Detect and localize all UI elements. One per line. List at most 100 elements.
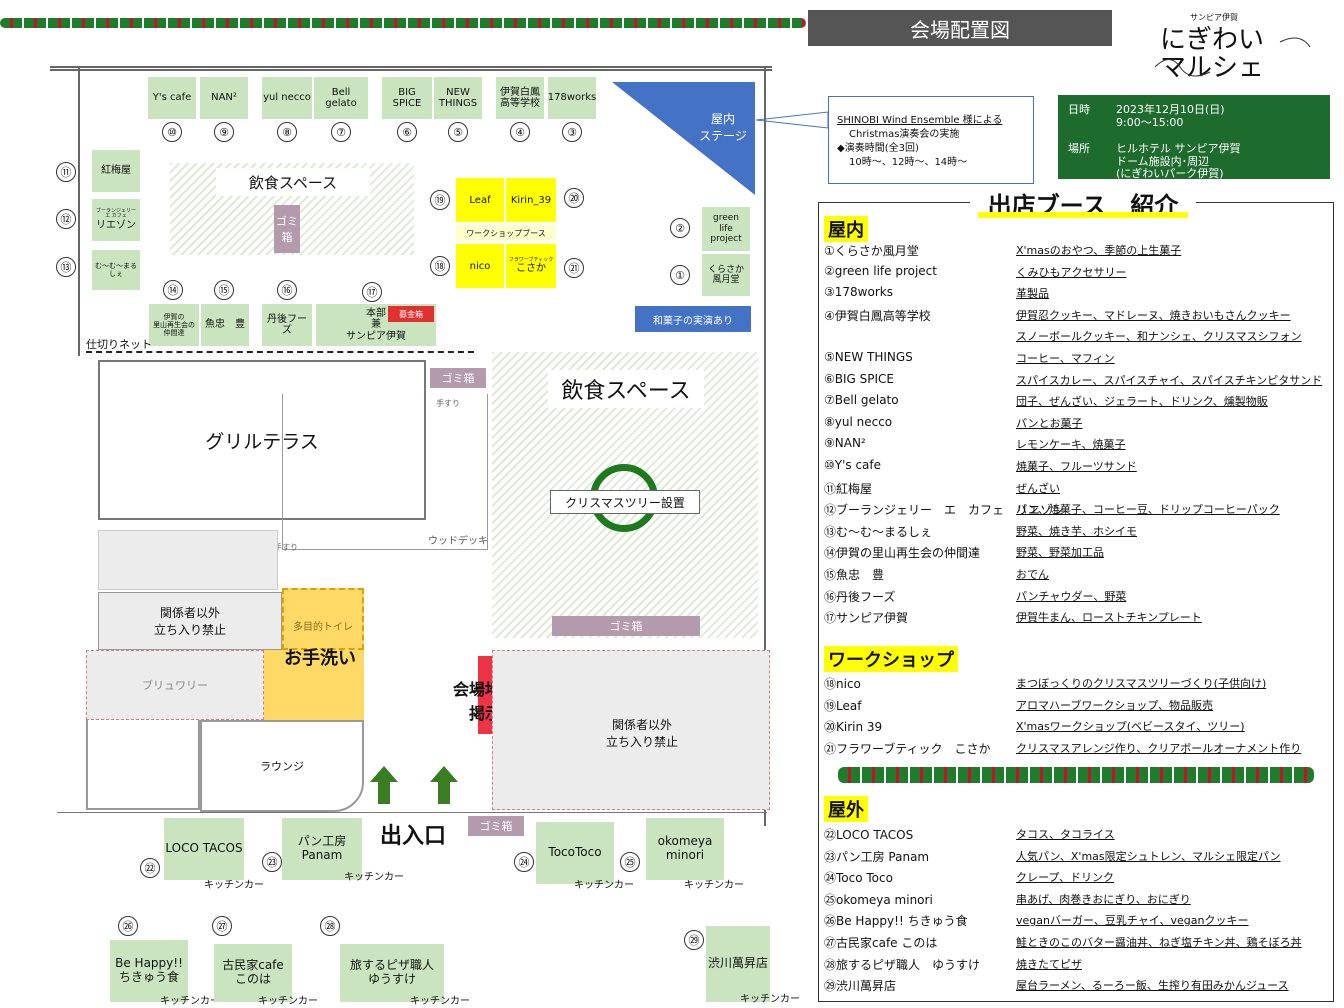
intro-title-highlight	[978, 212, 1188, 218]
restroom-label: お手洗い	[284, 648, 356, 669]
booth-number-25: ㉕	[620, 852, 640, 872]
indoor-stage-shape	[612, 82, 755, 195]
booth-uochu[interactable]: 魚忠 豊	[201, 304, 249, 346]
booth-number-12: ⑫	[56, 209, 76, 229]
outdoor-booth-25[interactable]: okomeya minori	[646, 818, 724, 880]
map-board-marker	[478, 656, 492, 734]
brewery: ブリュワリー	[86, 650, 264, 720]
booth-green-life[interactable]: green life project	[702, 207, 750, 251]
booth-number-14: ⑭	[163, 280, 183, 300]
logo-main-text: にぎわいマルシェ	[1160, 25, 1265, 83]
place-line3: (にぎわいパーク伊賀)	[1116, 167, 1224, 180]
lounge: ラウンジ	[200, 720, 364, 812]
outdoor-booth-22[interactable]: LOCO TACOS	[164, 818, 244, 880]
intro-row-name: ⑰サンピア伊賀	[824, 611, 909, 626]
outdoor-booth-26[interactable]: Be Happy!! ちきゅう食	[110, 940, 188, 1002]
kitchen-car-label-26: キッチンカー	[160, 996, 220, 1007]
intro-row-name: ㉙渋川萬昇店	[824, 979, 897, 994]
intro-row-name: ⑩Y's cafe	[824, 458, 882, 472]
concert-line4: 10時～、12時～、14時～	[849, 157, 968, 168]
restricted-right-label: 関係者以外 立ち入り禁止	[606, 718, 679, 749]
logo: サンピア伊賀 にぎわいマルシェ	[1150, 12, 1320, 92]
concert-line3: ◆演奏時間(全3回)	[837, 143, 919, 154]
kitchen-car-label-23: キッチンカー	[344, 872, 404, 883]
kitchen-car-label-28: キッチンカー	[410, 996, 470, 1007]
intro-row-desc: 伊賀牛まん、ローストチキンプレート	[1016, 611, 1202, 625]
partition-net-line	[86, 351, 474, 353]
dome-right-rail	[764, 66, 769, 826]
intro-row-name: ①くらさか風月堂	[824, 244, 919, 258]
outdoor-booth-24[interactable]: TocoToco	[536, 822, 614, 884]
booth-top-7[interactable]: 178works	[548, 77, 596, 119]
booth-tango[interactable]: 丹後フーズ	[262, 304, 312, 346]
booth-nico[interactable]: nico	[456, 244, 504, 288]
booth-top-3[interactable]: Bell gelato	[314, 77, 368, 119]
intro-row-desc: レモンケーキ、焼菓子	[1016, 438, 1126, 452]
intro-row-name: ㉘旅するピザ職人 ゆうすけ	[824, 957, 981, 972]
intro-row-name: ⑲Leaf	[824, 698, 862, 713]
booth-top-6[interactable]: 伊賀白鳳 高等学校	[496, 77, 544, 119]
outdoor-booth-23[interactable]: パン工房 Panam	[282, 818, 362, 880]
workshop-booth-label: ワークショップブース	[456, 225, 556, 241]
indoor-stage-label: 屋内 ステージ	[699, 112, 747, 143]
booth-honbu[interactable]: 本部 兼 サンピア伊賀	[316, 304, 436, 346]
booth-number-top-0: ⑩	[162, 122, 182, 142]
intro-row-desc: X'masのおやつ、季節の上生菓子	[1016, 244, 1182, 257]
intro-row-name: ⑧yul necco	[824, 414, 893, 429]
booth-number-1: ①	[670, 265, 690, 285]
booth-kirin39[interactable]: Kirin_39	[506, 178, 556, 222]
restricted-area-right	[492, 650, 770, 810]
dome-left-rail	[78, 66, 82, 356]
booth-kosaka[interactable]: フラワーブティック こさか	[506, 244, 556, 288]
logo-small-text: サンピア伊賀	[1190, 13, 1238, 22]
grill-terrace: グリルテラス	[98, 360, 426, 520]
intro-row-desc: スパイスカレー、スパイスチャイ、スパイスチキンピタサンド	[1016, 373, 1323, 387]
booth-top-4[interactable]: BIG SPICE	[382, 77, 432, 119]
booth-koubaiya[interactable]: 紅梅屋	[92, 150, 140, 192]
booth-liaison[interactable]: ブーランジェリー エ カフェ リエゾン	[92, 199, 140, 241]
section-outdoor: 屋外	[824, 796, 868, 822]
booth-number-top-7: ③	[562, 122, 582, 142]
page-title: 会場配置図	[808, 10, 1112, 46]
wagashi-demo-label: 和菓子の実演あり	[635, 306, 751, 332]
booth-number-top-6: ④	[510, 122, 530, 142]
booth-top-2[interactable]: yul necco	[262, 77, 312, 119]
bottom-line	[57, 812, 767, 813]
intro-row-name: ⑤NEW THINGS	[824, 350, 913, 364]
intro-row-name: ⑨NAN²	[824, 436, 866, 451]
outdoor-booth-29[interactable]: 渋川萬昇店	[706, 926, 770, 1002]
intro-row-desc: 鮭ときのこのバター醤油丼、ねぎ塩チキン丼、鶏そぼろ丼	[1016, 936, 1302, 949]
place-line1: ヒルホテル サンピア伊賀	[1116, 142, 1241, 155]
intro-row-name: ㉗古民家cafe このは	[824, 936, 938, 950]
booth-kurasaka[interactable]: くらさか 風月堂	[702, 254, 750, 296]
booth-satoyama[interactable]: 伊賀の 里山再生会の 仲間達	[149, 304, 199, 346]
intro-row-desc: 焼きたてピザ	[1016, 957, 1082, 971]
kitchen-car-label-22: キッチンカー	[204, 880, 264, 891]
booth-mumu[interactable]: む～む～まるしぇ	[92, 250, 140, 290]
booth-number-15: ⑮	[214, 280, 234, 300]
outdoor-booth-28[interactable]: 旅するピザ職人 ゆうすけ	[340, 944, 444, 1002]
concert-callout: SHINOBI Wind Ensemble 様による Christmas演奏会の…	[828, 96, 1034, 184]
kitchen-car-label-25: キッチンカー	[684, 880, 744, 891]
booth-top-5[interactable]: NEW THINGS	[434, 77, 482, 119]
booth-number-17: ⑰	[362, 282, 382, 302]
holly-garland-mid	[838, 767, 1314, 783]
bldg-left-wall	[86, 720, 200, 810]
booth-number-11: ⑪	[56, 162, 76, 182]
booth-leaf[interactable]: Leaf	[456, 178, 504, 222]
intro-row-desc: おでん	[1016, 568, 1049, 581]
booth-top-0[interactable]: Y's cafe	[148, 77, 196, 119]
gomi-box-3: ゴミ箱	[468, 816, 524, 836]
intro-row-desc: パンとお菓子	[1016, 416, 1083, 430]
intro-row-name: ㉓パン工房 Panam	[824, 849, 930, 864]
outdoor-booth-27[interactable]: 古民家cafe このは	[214, 944, 292, 1002]
date-label: 日時	[1068, 103, 1090, 116]
donation-box: 募金箱	[388, 306, 434, 322]
event-info-box: 日時 2023年12月10日(日) 9:00～15:00 場所 ヒルホテル サン…	[1058, 95, 1330, 180]
restricted-area-upper	[98, 530, 278, 590]
logo-swirl-icon	[1154, 37, 1311, 77]
booth-top-1[interactable]: NAN²	[200, 77, 248, 119]
intro-row-name: ②green life project	[824, 263, 937, 278]
intro-row-desc: veganバーガー、豆乳チャイ、veganクッキー	[1016, 914, 1249, 928]
intro-row-desc: 野菜、野菜加工品	[1016, 546, 1104, 560]
